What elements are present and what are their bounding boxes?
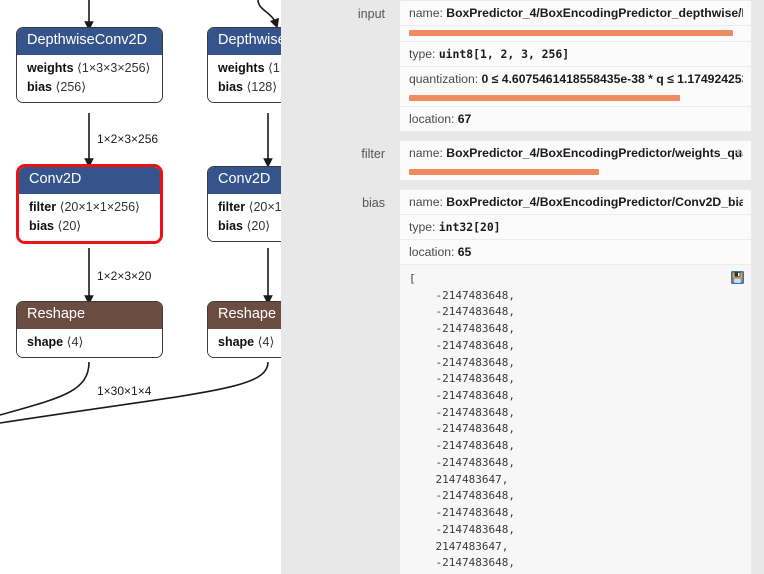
attr-key: bias [27, 79, 53, 94]
input-type-row: type: uint8[1, 2, 3, 256] [400, 42, 751, 67]
input-name-progress-bar [400, 26, 751, 42]
node-attribute-row: weights ⟨1×3×3×256⟩ [27, 59, 152, 78]
bias-name-text: name: BoxPredictor_4/BoxEncodingPredicto… [409, 195, 743, 209]
node-title: Conv2D [208, 167, 281, 194]
sidebar-section-filter: filter name: BoxPredictor_4/BoxEncodingP… [281, 140, 764, 181]
bias-collapse-toggle[interactable]: - [736, 193, 742, 209]
graph-node-depthwiseconv2d-right[interactable]: DepthwiseConv2D weights ⟨1×3×3×128⟩ bias… [207, 27, 281, 103]
attr-key: weights [27, 60, 74, 75]
bias-card: name: BoxPredictor_4/BoxEncodingPredicto… [399, 189, 752, 574]
graph-node-conv2d-left-selected[interactable]: Conv2D filter ⟨20×1×1×256⟩ bias ⟨20⟩ [16, 164, 163, 244]
graph-node-reshape-left[interactable]: Reshape shape ⟨4⟩ [16, 301, 163, 358]
graph-canvas[interactable]: DepthwiseConv2D weights ⟨1×3×3×256⟩ bias… [0, 0, 281, 574]
graph-edges [0, 0, 280, 424]
attr-value: ⟨20×1×1×256⟩ [59, 199, 140, 214]
input-location-text: location: 67 [409, 112, 472, 126]
filter-name-text: name: BoxPredictor_4/BoxEncodingPredicto… [409, 146, 743, 160]
node-attribute-row: bias ⟨20⟩ [218, 217, 281, 236]
node-title: DepthwiseConv2D [208, 28, 281, 55]
node-attributes: weights ⟨1×3×3×256⟩ bias ⟨256⟩ [17, 54, 162, 102]
attr-value: ⟨20⟩ [246, 218, 271, 233]
attr-key: bias [29, 218, 55, 233]
properties-sidebar[interactable]: input name: BoxPredictor_4/BoxEncodingPr… [281, 0, 764, 574]
bias-type-row: type: int32[20] [400, 215, 751, 240]
node-attributes: shape ⟨4⟩ [17, 328, 162, 357]
section-label-input: input [357, 7, 385, 21]
node-attributes: weights ⟨1×3×3×128⟩ bias ⟨128⟩ [208, 54, 281, 102]
bias-location-row: location: 65 [400, 240, 751, 265]
graph-node-depthwiseconv2d-left[interactable]: DepthwiseConv2D weights ⟨1×3×3×256⟩ bias… [16, 27, 163, 103]
bar-track [409, 169, 743, 175]
section-label-bias: bias [362, 196, 385, 210]
attr-key: filter [218, 199, 246, 214]
node-attribute-row: weights ⟨1×3×3×128⟩ [218, 59, 281, 78]
input-quantization-progress-bar [400, 91, 751, 107]
attr-key: shape [27, 334, 64, 349]
node-attribute-row: filter ⟨20×1×1×256⟩ [29, 198, 150, 217]
graph-node-reshape-right[interactable]: Reshape shape ⟨4⟩ [207, 301, 281, 358]
edge-label-tensor-shape: 1×2×3×256 [97, 132, 159, 146]
node-title: Reshape [17, 302, 162, 329]
node-title: DepthwiseConv2D [17, 28, 162, 55]
node-attributes: filter ⟨20×1×1×256⟩ bias ⟨20⟩ [19, 193, 160, 241]
attr-value: ⟨20×1×1×128⟩ [248, 199, 281, 214]
node-attribute-row: bias ⟨128⟩ [218, 78, 281, 97]
input-quantization-row: quantization: 0 ≤ 4.6075461418558435e-38… [400, 67, 751, 91]
bar-track [409, 95, 743, 101]
filter-name-progress-bar [400, 165, 751, 180]
node-title: Reshape [208, 302, 281, 329]
filter-expand-toggle[interactable]: + [734, 144, 744, 160]
edge-label-tensor-shape: 1×2×3×20 [97, 269, 152, 283]
bias-values-text: [ -2147483648, -2147483648, -2147483648,… [409, 272, 515, 574]
attr-value: ⟨1×3×3×256⟩ [77, 60, 151, 75]
node-attributes: filter ⟨20×1×1×128⟩ bias ⟨20⟩ [208, 193, 281, 241]
node-attribute-row: filter ⟨20×1×1×128⟩ [218, 198, 281, 217]
attr-key: weights [218, 60, 265, 75]
bias-location-text: location: 65 [409, 245, 472, 259]
filter-card: name: BoxPredictor_4/BoxEncodingPredicto… [399, 140, 752, 181]
input-type-text: type: uint8[1, 2, 3, 256] [409, 47, 570, 61]
attr-key: bias [218, 79, 244, 94]
node-attribute-row: shape ⟨4⟩ [27, 333, 152, 352]
graph-node-conv2d-right[interactable]: Conv2D filter ⟨20×1×1×128⟩ bias ⟨20⟩ [207, 166, 281, 242]
bias-type-text: type: int32[20] [409, 220, 501, 234]
input-collapse-toggle[interactable]: - [736, 4, 742, 20]
attr-value: ⟨4⟩ [66, 334, 84, 349]
bar-fill [409, 95, 680, 101]
attr-value: ⟨256⟩ [55, 79, 87, 94]
sidebar-section-input: input name: BoxPredictor_4/BoxEncodingPr… [281, 0, 764, 132]
input-name-row[interactable]: name: BoxPredictor_4/BoxEncodingPredicto… [400, 1, 751, 26]
bias-name-row[interactable]: name: BoxPredictor_4/BoxEncodingPredicto… [400, 190, 751, 215]
node-attribute-row: bias ⟨20⟩ [29, 217, 150, 236]
node-title: Conv2D [19, 167, 160, 194]
attr-value: ⟨4⟩ [257, 334, 275, 349]
filter-name-row[interactable]: name: BoxPredictor_4/BoxEncodingPredicto… [400, 141, 751, 165]
bar-track [409, 30, 743, 36]
section-label-filter: filter [361, 147, 385, 161]
node-attribute-row: shape ⟨4⟩ [218, 333, 281, 352]
sidebar-section-bias: bias name: BoxPredictor_4/BoxEncodingPre… [281, 189, 764, 574]
save-icon[interactable] [731, 271, 744, 284]
attr-value: ⟨1×3×3×128⟩ [268, 60, 281, 75]
bar-fill [409, 169, 600, 175]
attr-key: bias [218, 218, 244, 233]
node-attributes: shape ⟨4⟩ [208, 328, 281, 357]
attr-value: ⟨20⟩ [57, 218, 82, 233]
input-name-text: name: BoxPredictor_4/BoxEncodingPredicto… [409, 6, 743, 20]
input-card: name: BoxPredictor_4/BoxEncodingPredicto… [399, 0, 752, 132]
attr-key: shape [218, 334, 255, 349]
node-attribute-row: bias ⟨256⟩ [27, 78, 152, 97]
attr-value: ⟨128⟩ [246, 79, 278, 94]
input-quantization-text: quantization: 0 ≤ 4.6075461418558435e-38… [409, 72, 743, 86]
edge-label-tensor-shape: 1×30×1×4 [97, 384, 152, 398]
bar-fill [409, 30, 733, 36]
attr-key: filter [29, 199, 57, 214]
bias-values-array[interactable]: [ -2147483648, -2147483648, -2147483648,… [400, 265, 751, 574]
input-location-row: location: 67 [400, 107, 751, 131]
